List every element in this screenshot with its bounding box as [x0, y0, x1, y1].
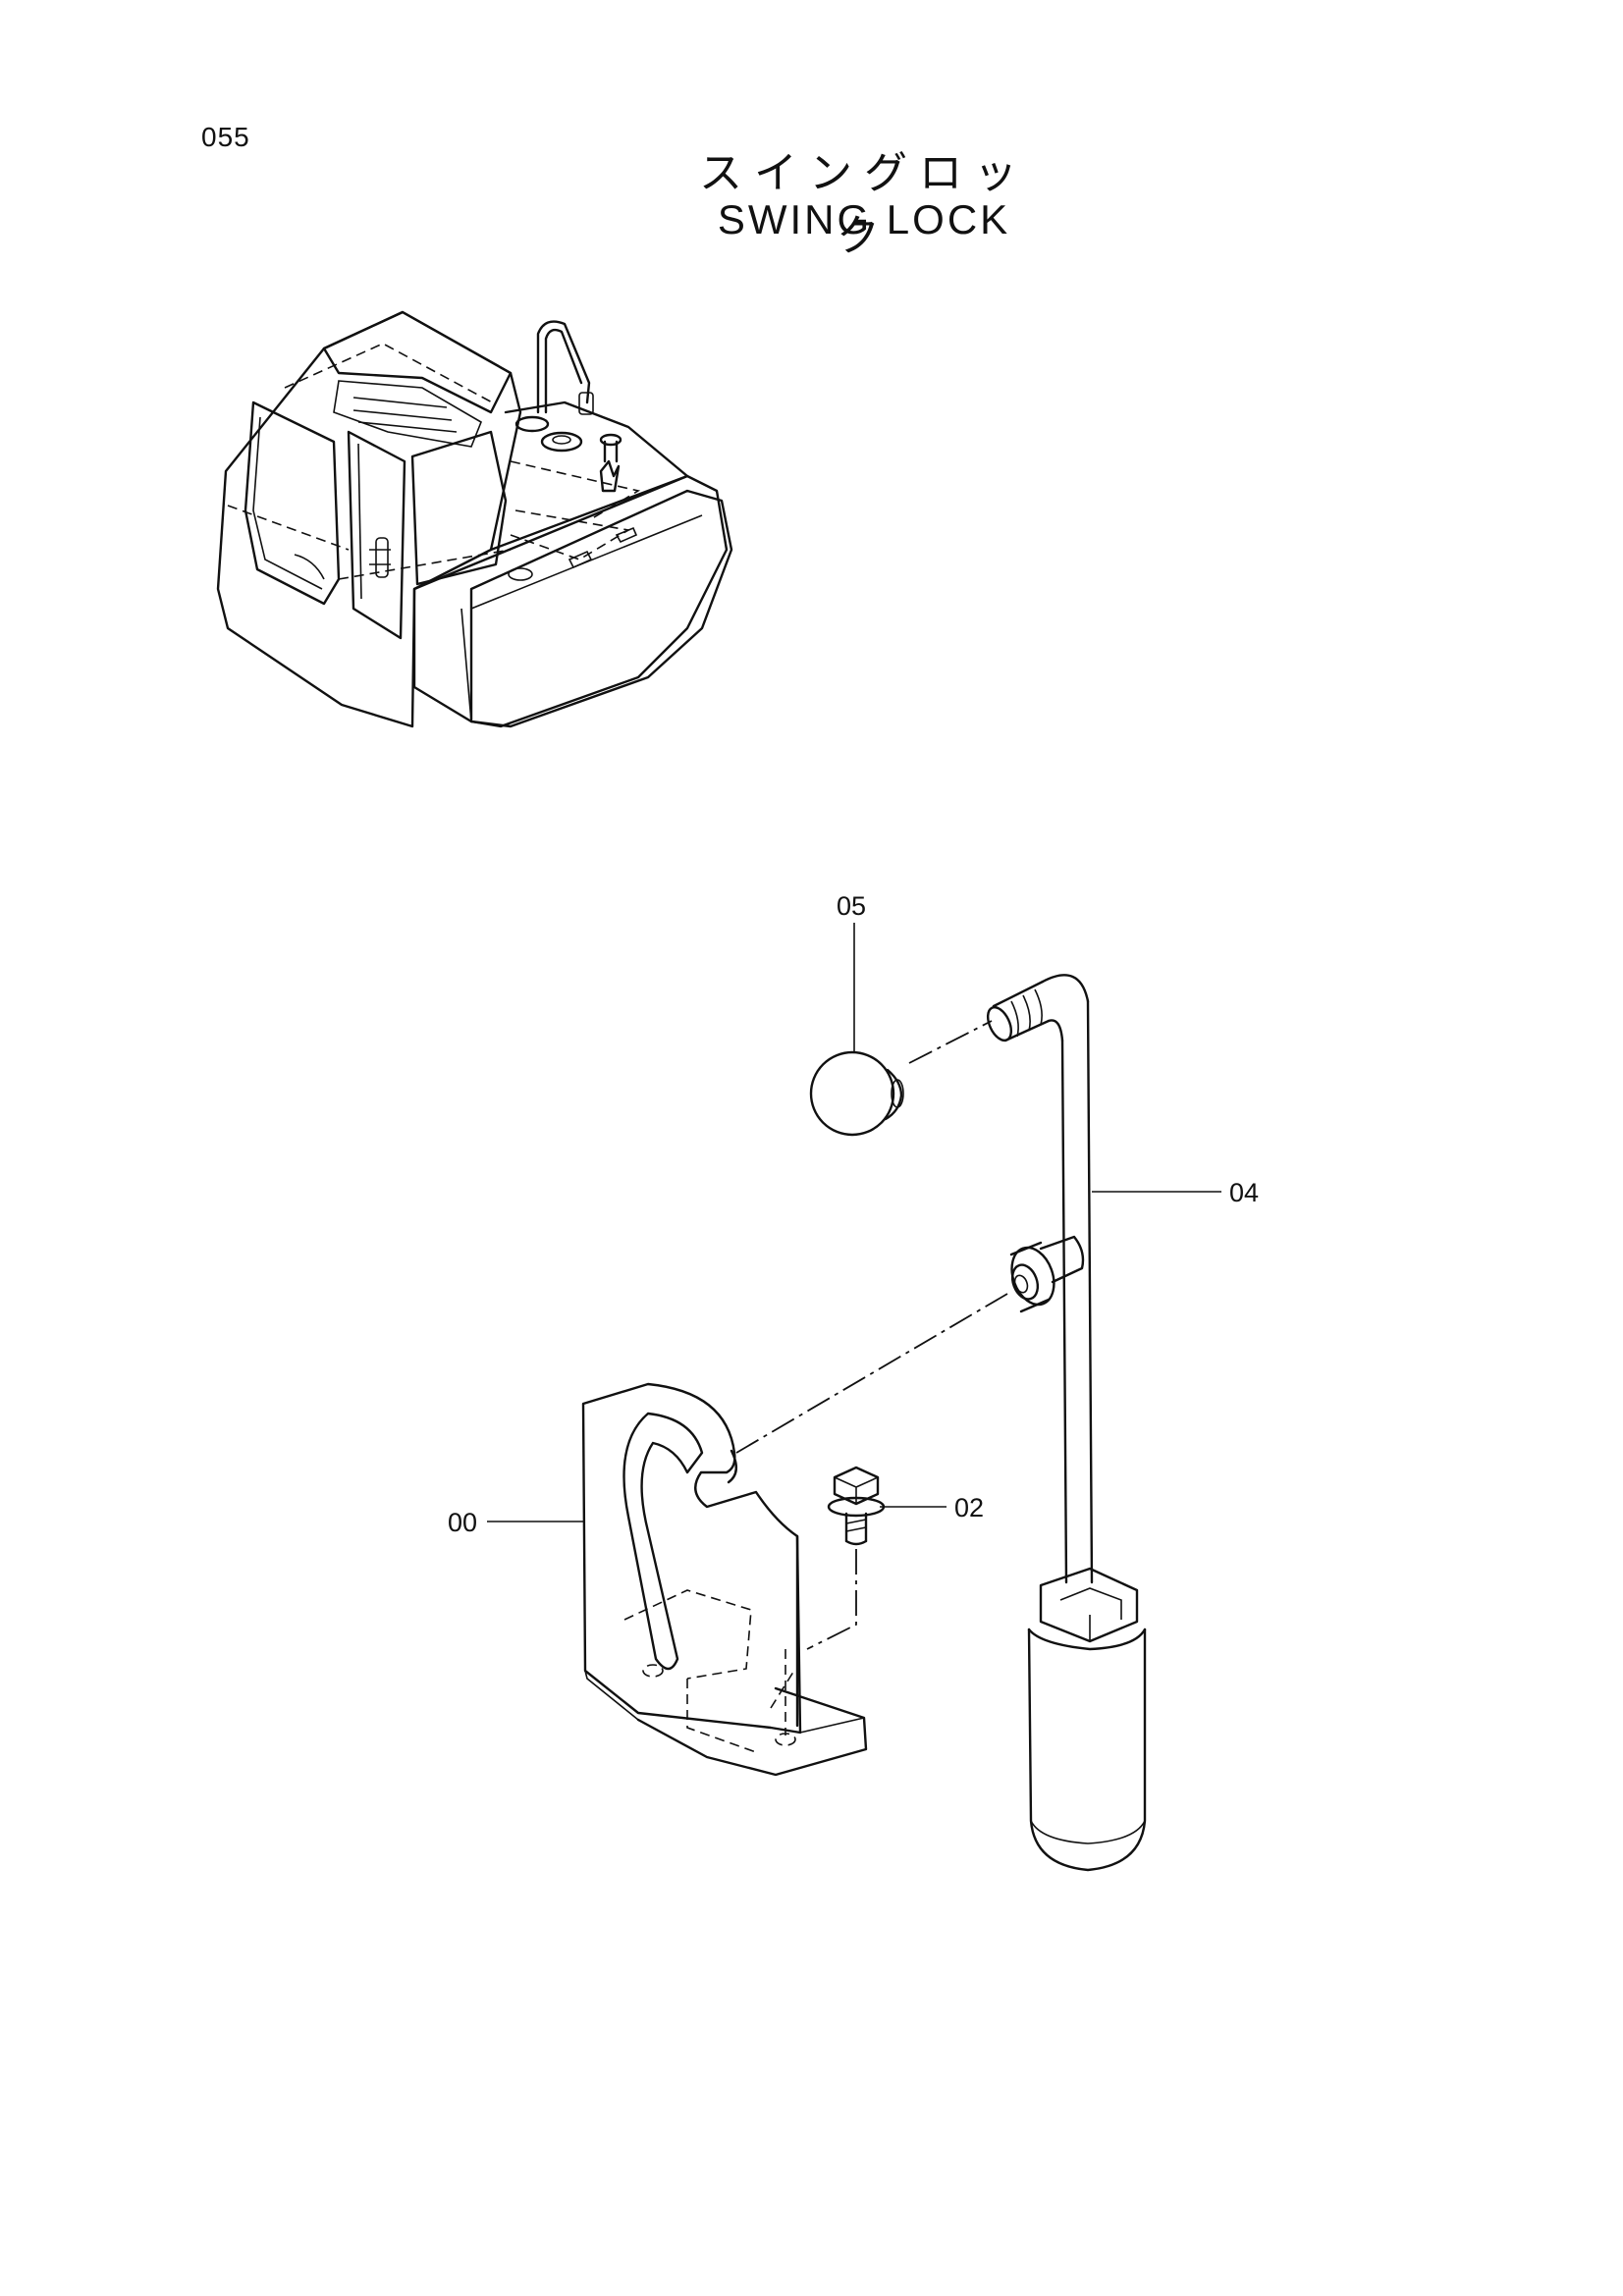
callout-05: 05: [837, 891, 866, 921]
assembly-line-bolt: [806, 1549, 857, 1650]
part-lever: [986, 974, 1147, 1872]
part-bracket: [581, 1382, 868, 1777]
title-japanese: スイングロック: [699, 148, 1029, 261]
page-number: 055: [201, 122, 250, 152]
assembly-line-bushing: [735, 1293, 1008, 1454]
title-english: SWING LOCK: [717, 196, 1011, 242]
callout-02: 02: [954, 1493, 984, 1522]
machine-overview: [216, 310, 733, 728]
part-knob: [809, 1050, 904, 1137]
callout-04: 04: [1229, 1178, 1259, 1207]
assembly-line-knob: [908, 1020, 993, 1064]
part-bolt: [827, 1466, 886, 1546]
callout-00: 00: [448, 1508, 477, 1537]
